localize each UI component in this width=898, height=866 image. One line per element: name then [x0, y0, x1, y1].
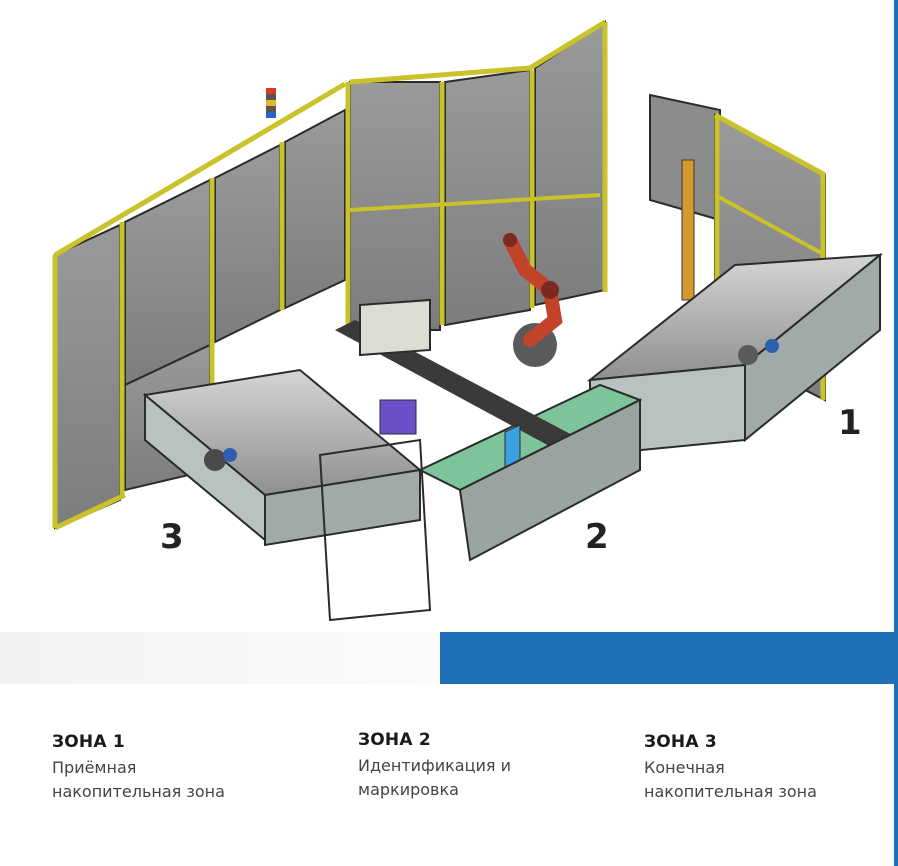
- signal-tower: [266, 88, 276, 118]
- zone-marker-3: 3: [160, 517, 184, 557]
- conveyor-zone-3: [142, 368, 432, 622]
- conveyor-zone-2: [335, 298, 643, 562]
- zone-marker-1: 1: [838, 403, 862, 443]
- robotic-conveyor-cell-drawing: 1 2 3: [52, 19, 884, 622]
- zone-marker-2: 2: [585, 517, 609, 557]
- divider-band-light: [0, 632, 440, 684]
- zone-2-title: ЗОНА 2: [358, 730, 431, 750]
- robot-arm: [503, 233, 563, 367]
- zone-1-block: ЗОНА 1 Приёмная накопительная зона: [52, 730, 292, 804]
- divider-band-accent: [440, 632, 894, 684]
- zone-3-description: Конечная накопительная зона: [644, 758, 817, 801]
- right-accent-rule: [894, 0, 898, 866]
- fence-back: [345, 19, 608, 331]
- zone-2-description: Идентификация и маркировка: [358, 756, 511, 799]
- conveyor-cell-illustration: 1 2 3: [52, 19, 884, 622]
- zone-3-block: ЗОНА 3 Конечная накопительная зона: [644, 730, 884, 804]
- zone-2-block: ЗОНА 2 Идентификация и маркировка: [358, 728, 598, 802]
- zone-1-description: Приёмная накопительная зона: [52, 758, 225, 801]
- divider-band: [0, 632, 894, 684]
- zone-1-title: ЗОНА 1: [52, 732, 125, 752]
- zone-3-title: ЗОНА 3: [644, 732, 717, 752]
